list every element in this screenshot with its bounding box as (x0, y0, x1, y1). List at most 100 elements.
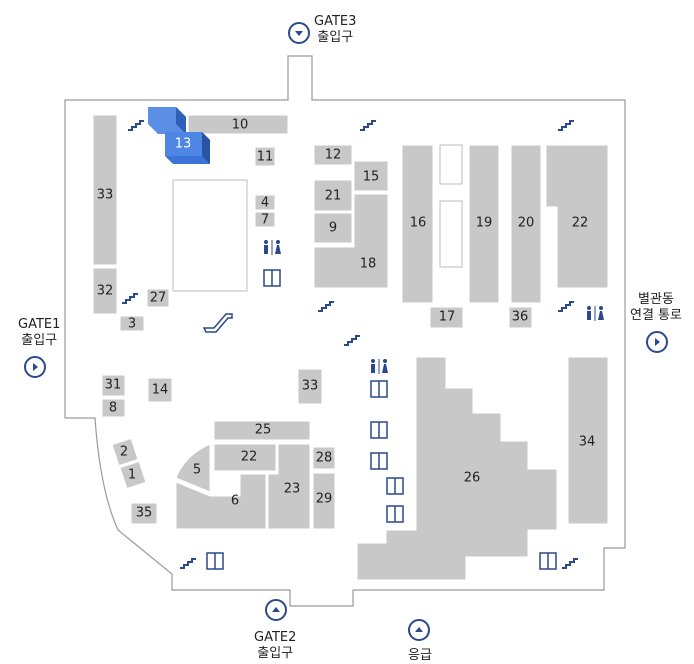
room-32-label: 32 (97, 284, 114, 299)
room-7[interactable]: 7 (254, 211, 276, 228)
room-33[interactable]: 33 (297, 368, 323, 405)
elevator-icon (263, 269, 281, 287)
stairs-icon (122, 293, 138, 304)
room-26[interactable]: 26 (356, 356, 558, 581)
arrow-right-icon (33, 363, 38, 371)
svg-text:12: 12 (325, 148, 342, 163)
room-18[interactable]: 18 (313, 193, 389, 289)
elevator-icon (370, 421, 388, 439)
room-36[interactable]: 36 (508, 306, 533, 329)
emergency-button[interactable] (408, 619, 430, 641)
svg-text:25: 25 (255, 423, 272, 438)
elevator-icon (386, 505, 404, 523)
room-10[interactable]: 10 (187, 114, 289, 135)
stairs-icon (558, 120, 574, 131)
stairs-icon (128, 120, 144, 131)
svg-text:33: 33 (302, 379, 319, 394)
room-21[interactable]: 22 (545, 144, 609, 289)
arrow-right-icon (655, 338, 660, 346)
svg-text:11: 11 (257, 150, 274, 165)
svg-text:2: 2 (120, 445, 128, 460)
emergency-label: 응급 (408, 648, 432, 663)
svg-text:4: 4 (261, 196, 269, 211)
shaft-upper (439, 144, 463, 185)
gate1-button[interactable] (24, 356, 46, 378)
annex-button[interactable] (646, 331, 668, 353)
stairs-icon (344, 335, 360, 346)
svg-text:21: 21 (325, 189, 342, 204)
room-25[interactable]: 25 (213, 420, 311, 441)
svg-text:8: 8 (109, 401, 117, 416)
arrow-up-icon (415, 627, 423, 632)
room-23[interactable]: 21 (313, 179, 353, 212)
room-28[interactable]: 28 (312, 446, 336, 470)
svg-text:14: 14 (152, 383, 169, 398)
elevator-icon (206, 552, 224, 570)
svg-text:22: 22 (241, 450, 258, 465)
room-12[interactable]: 12 (313, 144, 353, 166)
room-5[interactable]: 5 (175, 443, 211, 493)
shaft-lower (439, 200, 463, 268)
svg-text:28: 28 (316, 451, 333, 466)
room-4[interactable]: 4 (254, 194, 276, 211)
room-17[interactable]: 17 (429, 306, 464, 329)
room-16[interactable]: 16 (401, 144, 434, 304)
room-15[interactable]: 15 (353, 160, 389, 192)
svg-text:35: 35 (136, 506, 153, 521)
atrium-void (172, 179, 248, 292)
room-8[interactable]: 8 (101, 398, 126, 418)
svg-text:27: 27 (150, 291, 167, 306)
svg-text:29: 29 (316, 492, 333, 507)
svg-text:1: 1 (128, 468, 136, 483)
elevator-icon (539, 552, 557, 570)
room-11[interactable]: 11 (254, 146, 276, 167)
gate3-button[interactable] (288, 22, 310, 44)
restroom-icon (264, 240, 281, 255)
svg-text:23: 23 (284, 482, 301, 497)
escalator-icon (202, 313, 233, 333)
stairs-icon (318, 301, 334, 312)
svg-text:16: 16 (410, 216, 427, 231)
room-3[interactable]: 3 (119, 315, 145, 332)
svg-text:26: 26 (464, 471, 481, 486)
svg-text:3: 3 (128, 317, 136, 332)
stairs-icon (558, 301, 574, 312)
room-20[interactable]: 20 (510, 144, 542, 304)
room-31[interactable]: 31 (101, 374, 126, 397)
arrow-down-icon (295, 31, 303, 36)
room-9[interactable]: 9 (313, 212, 353, 244)
room-22[interactable]: 22 (213, 443, 277, 472)
stairs-icon (360, 120, 376, 131)
arrow-up-icon (272, 607, 280, 612)
room-1[interactable]: 1 (119, 460, 147, 490)
svg-text:10: 10 (232, 118, 249, 133)
room-19[interactable]: 19 (468, 144, 500, 304)
room-34[interactable]: 34 (567, 356, 609, 525)
room-35[interactable]: 35 (130, 502, 158, 525)
svg-text:19: 19 (476, 216, 493, 231)
room-6[interactable]: 6 (175, 473, 267, 530)
svg-text:7: 7 (261, 213, 269, 228)
room-2[interactable]: 2 (111, 437, 139, 467)
room-13-highlight[interactable]: 13 (148, 107, 210, 164)
svg-text:36: 36 (512, 310, 529, 325)
svg-text:15: 15 (363, 170, 380, 185)
stairs-icon (180, 558, 196, 569)
room-32[interactable]: 32 (92, 267, 118, 315)
svg-text:17: 17 (439, 310, 456, 325)
svg-text:6: 6 (231, 494, 239, 509)
room-14[interactable]: 14 (147, 377, 173, 403)
gate2-button[interactable] (265, 599, 287, 621)
room-27[interactable]: 27 (146, 288, 170, 308)
elevator-icon (386, 477, 404, 495)
room-24[interactable]: 23 (267, 443, 311, 530)
room-30[interactable]: 33 (92, 114, 118, 266)
room-29[interactable]: 29 (312, 472, 336, 530)
stairs-icon (562, 558, 578, 569)
restroom-icon (371, 359, 388, 374)
restroom-icon (587, 306, 604, 321)
